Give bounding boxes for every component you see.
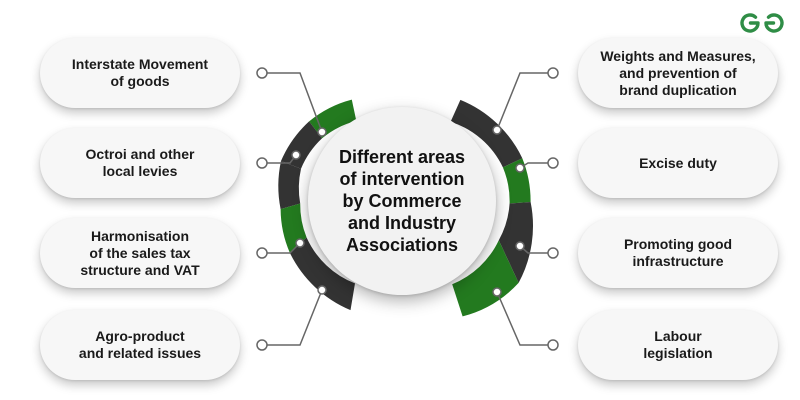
- right-connector-end-dots: [492, 67, 559, 351]
- ring-segment-left-5: [289, 237, 355, 311]
- right-item-3: Promoting good infrastructure: [578, 218, 778, 288]
- left-connector-end-dots: [256, 67, 327, 351]
- connector-left-1: [262, 72, 323, 133]
- ring-segment-right-4: [452, 240, 519, 317]
- geeksforgeeks-logo-icon: [740, 13, 784, 33]
- left-item-4-label: Agro-product and related issues: [78, 328, 202, 361]
- left-item-3-label: Harmonisation of the sales tax structure…: [80, 227, 200, 278]
- right-connectors: [496, 72, 553, 346]
- right-item-2: Excise duty: [578, 128, 778, 198]
- left-item-3: Harmonisation of the sales tax structure…: [40, 218, 240, 288]
- ring-segment-right-1: [450, 99, 523, 168]
- left-item-1-label: Interstate Movement of goods: [71, 56, 209, 89]
- right-item-1: Weights and Measures, and prevention of …: [578, 38, 778, 108]
- right-item-3-label: Promoting good infrastructure: [623, 236, 733, 269]
- ring-segment-right-3: [498, 202, 534, 283]
- right-item-1-label: Weights and Measures, and prevention of …: [600, 47, 756, 98]
- connector-right-4: [496, 291, 553, 346]
- left-item-2-label: Octroi and other local levies: [85, 146, 195, 179]
- left-item-4: Agro-product and related issues: [40, 310, 240, 380]
- connector-right-1: [496, 72, 553, 131]
- center-topic-circle: Different areas of intervention by Comme…: [308, 107, 496, 295]
- right-item-2-label: Excise duty: [639, 154, 717, 171]
- right-ring-segments: [450, 99, 534, 317]
- left-item-1: Interstate Movement of goods: [40, 38, 240, 108]
- ring-segment-left-2: [281, 121, 323, 169]
- center-topic-label: Different areas of intervention by Comme…: [338, 147, 466, 255]
- ring-segment-left-3: [278, 161, 301, 210]
- connector-left-4: [262, 289, 323, 346]
- right-item-4: Labour legislation: [578, 310, 778, 380]
- left-item-2: Octroi and other local levies: [40, 128, 240, 198]
- right-item-4-label: Labour legislation: [643, 328, 713, 361]
